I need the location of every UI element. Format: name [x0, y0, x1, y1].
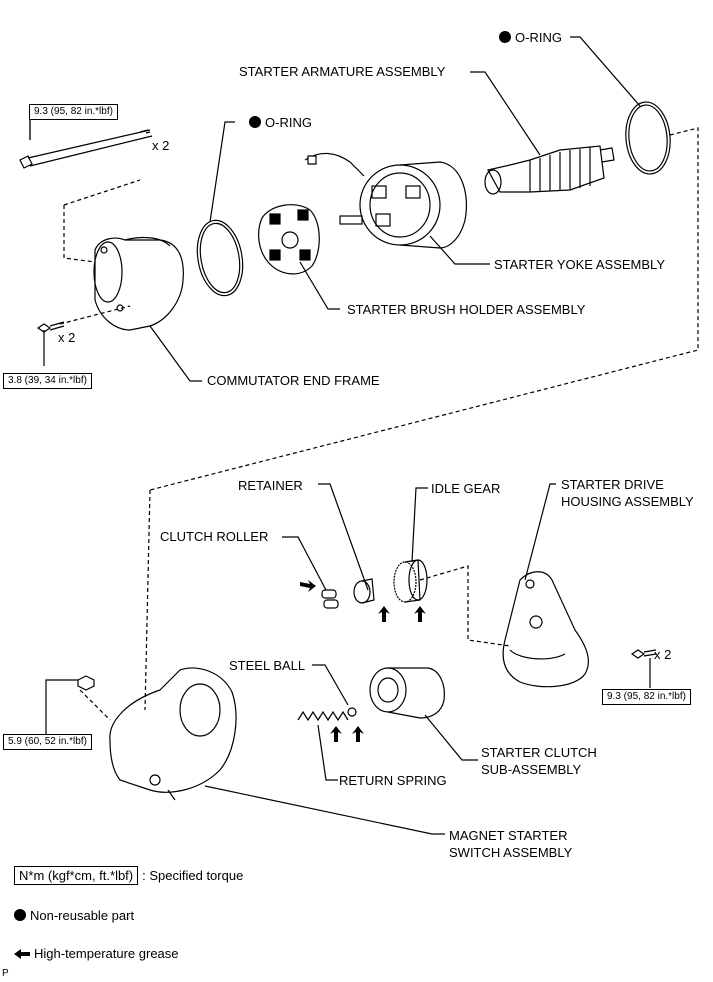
drive-housing-label-2: HOUSING ASSEMBLY [561, 494, 694, 509]
magnet-switch-part [109, 667, 237, 801]
retainer-part [353, 578, 375, 604]
grease-arrow-icon [300, 580, 316, 592]
terminal-nut-part [77, 675, 95, 691]
clutch-sub-label-1: STARTER CLUTCH [481, 745, 597, 760]
retainer-label: RETAINER [238, 478, 303, 493]
legend-torque-box: N*m (kgf*cm, ft.*lbf) [14, 866, 139, 885]
end-frame-screw [36, 321, 65, 333]
legend-non-reusable: Non-reusable part [14, 907, 134, 925]
legend-grease: High-temperature grease [14, 945, 179, 963]
drive-housing-part [502, 571, 589, 688]
brush-holder-part [258, 204, 320, 275]
o-ring-mid-label: O-RING [249, 114, 312, 131]
yoke-label: STARTER YOKE ASSEMBLY [494, 257, 665, 272]
through-bolt-qty: x 2 [152, 138, 170, 153]
commutator-end-frame-label: COMMUTATOR END FRAME [207, 373, 380, 388]
legend-torque-text: : Specified torque [142, 868, 244, 883]
grease-arrow-icon [352, 726, 364, 742]
brush-holder-label: STARTER BRUSH HOLDER ASSEMBLY [347, 302, 586, 317]
grease-arrow-icon [414, 606, 426, 622]
idle-gear-label: IDLE GEAR [431, 481, 501, 496]
idle-gear-part [393, 559, 428, 603]
legend-torque: N*m (kgf*cm, ft.*lbf): Specified torque [14, 866, 244, 885]
clutch-roller-label: CLUTCH ROLLER [160, 529, 269, 544]
clutch-roller-part [321, 589, 339, 609]
o-ring-top-part [625, 101, 671, 175]
housing-bolt-qty: x 2 [654, 647, 672, 662]
o-ring-mid-part [196, 219, 244, 297]
magnet-switch-label-2: SWITCH ASSEMBLY [449, 845, 573, 860]
steel-ball-part [347, 707, 357, 717]
yoke-part [304, 152, 467, 249]
armature-part [484, 145, 615, 195]
drive-housing-label-1: STARTER DRIVE [561, 477, 664, 492]
end-frame-screw-qty: x 2 [58, 330, 76, 345]
o-ring-top-label: O-RING [499, 29, 562, 46]
steel-ball-label: STEEL BALL [229, 658, 306, 673]
non-reusable-dot-icon [499, 31, 511, 43]
commutator-end-frame-part [93, 236, 184, 331]
clutch-sub-label-2: SUB-ASSEMBLY [481, 762, 582, 777]
non-reusable-dot-icon [14, 909, 26, 921]
grease-arrow-icon [330, 726, 342, 742]
end-frame-screw-torque: 3.8 (39, 34 in.*lbf) [3, 373, 92, 389]
through-bolt-torque: 9.3 (95, 82 in.*lbf) [29, 104, 118, 120]
armature-label: STARTER ARMATURE ASSEMBLY [239, 64, 446, 79]
starter-clutch-part [369, 667, 445, 719]
grease-arrow-icon [14, 949, 30, 959]
through-bolt [19, 129, 153, 169]
magnet-switch-label-1: MAGNET STARTER [449, 828, 568, 843]
grease-arrow-icon [378, 606, 390, 622]
terminal-nut-torque: 5.9 (60, 52 in.*lbf) [3, 734, 92, 750]
non-reusable-dot-icon [249, 116, 261, 128]
footer-mark: P [2, 968, 9, 979]
return-spring-part [297, 710, 349, 722]
return-spring-label: RETURN SPRING [339, 773, 447, 788]
housing-bolt-torque: 9.3 (95, 82 in.*lbf) [602, 689, 691, 705]
housing-bolt [630, 649, 657, 684]
